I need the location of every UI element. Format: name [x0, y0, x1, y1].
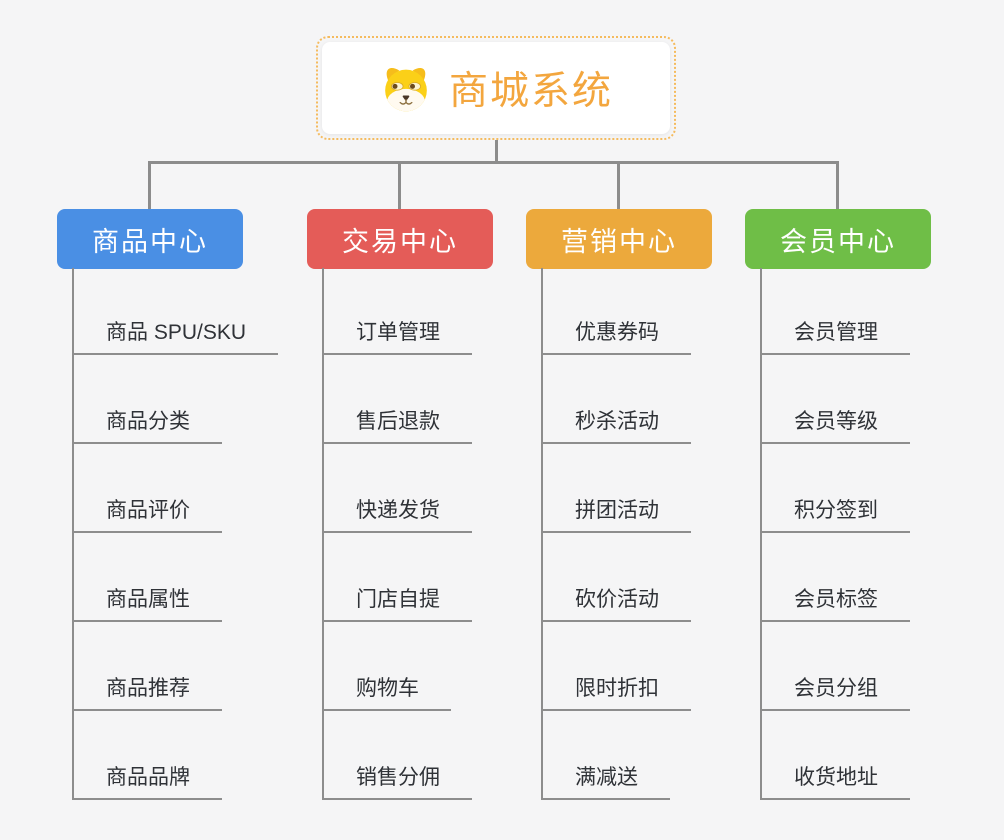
root-title: 商城系统 [448, 70, 613, 113]
leaf-node[interactable]: 门店自提 [322, 586, 472, 622]
connector-drop-2 [398, 161, 401, 209]
leaf-node[interactable]: 收货地址 [760, 764, 910, 800]
root-node-card: 商城系统 [322, 42, 670, 134]
leaf-node[interactable]: 会员等级 [760, 408, 910, 444]
branch-node-products[interactable]: 商品中心 [57, 209, 243, 269]
leaf-node[interactable]: 快递发货 [322, 497, 472, 533]
leaf-node[interactable]: 优惠券码 [541, 319, 691, 355]
dog-icon [385, 68, 427, 112]
connector-drop-4 [836, 161, 839, 209]
leaf-node[interactable]: 会员标签 [760, 586, 910, 622]
leaf-node[interactable]: 积分签到 [760, 497, 910, 533]
leaf-node[interactable]: 商品品牌 [72, 764, 222, 800]
branch-node-trade[interactable]: 交易中心 [307, 209, 493, 269]
root-node[interactable]: 商城系统 [316, 36, 676, 140]
leaf-node[interactable]: 拼团活动 [541, 497, 691, 533]
leaf-node[interactable]: 订单管理 [322, 319, 472, 355]
branch-spine-marketing [541, 268, 543, 800]
connector-drop-3 [617, 161, 620, 209]
leaf-node[interactable]: 商品分类 [72, 408, 222, 444]
leaf-node[interactable]: 会员分组 [760, 675, 910, 711]
leaf-node[interactable]: 购物车 [322, 675, 451, 711]
connector-rail [148, 161, 839, 164]
leaf-node[interactable]: 砍价活动 [541, 586, 691, 622]
leaf-node[interactable]: 商品属性 [72, 586, 222, 622]
leaf-node[interactable]: 售后退款 [322, 408, 472, 444]
branch-node-members[interactable]: 会员中心 [745, 209, 931, 269]
connector-drop-1 [148, 161, 151, 209]
connector-root-stem [495, 140, 498, 163]
branch-spine-trade [322, 268, 324, 800]
leaf-node[interactable]: 秒杀活动 [541, 408, 691, 444]
leaf-node[interactable]: 商品评价 [72, 497, 222, 533]
leaf-node[interactable]: 商品 SPU/SKU [72, 319, 279, 355]
branch-node-marketing[interactable]: 营销中心 [526, 209, 712, 269]
leaf-node[interactable]: 限时折扣 [541, 675, 691, 711]
branch-spine-members [760, 268, 762, 800]
leaf-node[interactable]: 销售分佣 [322, 764, 472, 800]
leaf-node[interactable]: 满减送 [541, 764, 670, 800]
leaf-node[interactable]: 会员管理 [760, 319, 910, 355]
branch-spine-products [72, 268, 74, 800]
leaf-node[interactable]: 商品推荐 [72, 675, 222, 711]
